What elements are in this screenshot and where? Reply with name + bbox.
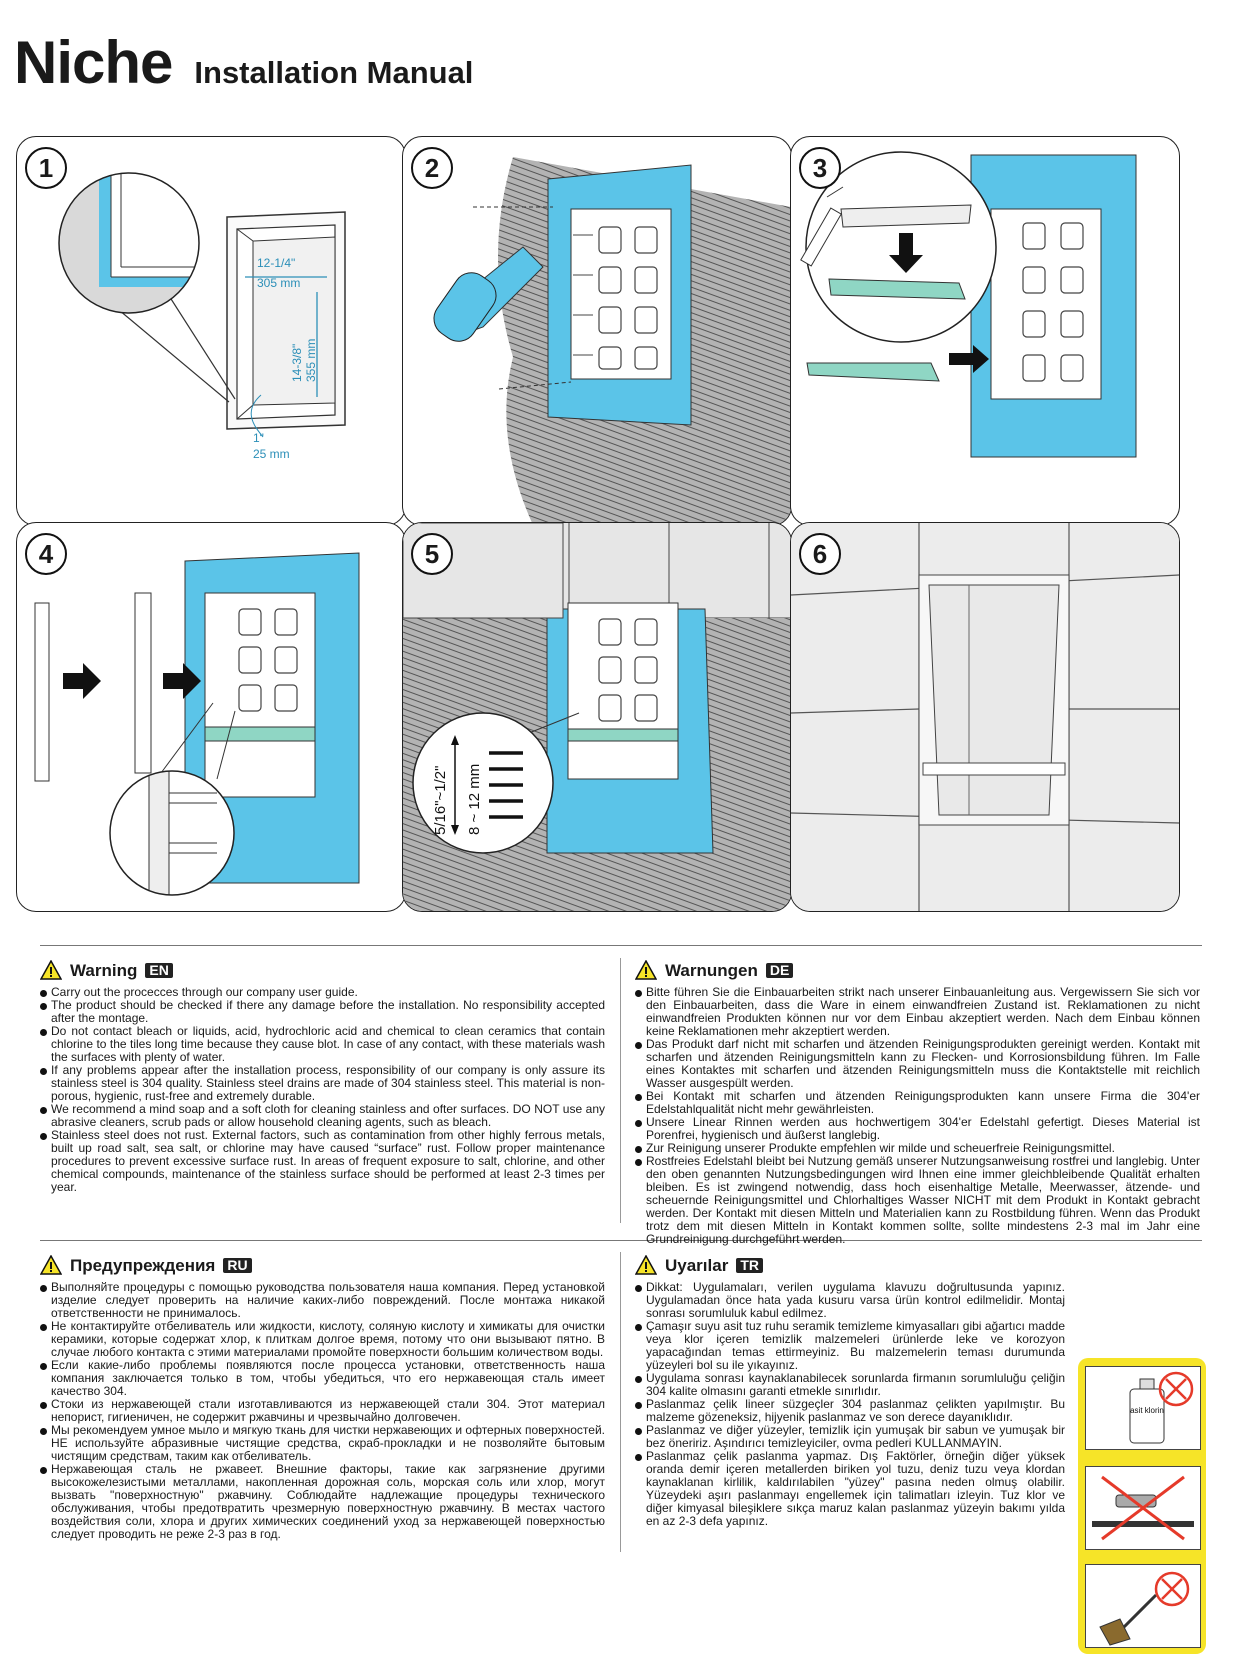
- warning-section-en: Warning EN Carry out the procecces throu…: [40, 960, 605, 1194]
- list-item: Unsere Linear Rinnen werden aus hochwert…: [635, 1116, 1200, 1142]
- warning-triangle-icon: [40, 960, 62, 980]
- no-brush-picture: [1085, 1564, 1201, 1648]
- list-item: Carry out the procecces through our comp…: [40, 986, 605, 999]
- step-number: 5: [411, 533, 453, 575]
- step-3-panel: 3: [790, 136, 1180, 526]
- list-item: If any problems appear after the install…: [40, 1064, 605, 1103]
- step-number: 6: [799, 533, 841, 575]
- warning-title-en: Warning: [70, 960, 138, 980]
- brand-name: Niche: [14, 29, 173, 96]
- no-acid-chlorine-picture: asit klorin: [1085, 1366, 1201, 1450]
- warning-section-ru: Предупреждения RU Выполняйте процедуры с…: [40, 1255, 605, 1541]
- list-item: We recommend a mind soap and a soft clot…: [40, 1103, 605, 1129]
- lang-badge-en: EN: [145, 962, 173, 978]
- step-1-illustration: 12-1/4" 305 mm 14-3/8" 355 mm 1" 25 mm: [58, 172, 346, 461]
- step-number: 2: [411, 147, 453, 189]
- depth-inch-label: 1": [253, 431, 264, 445]
- step-3-illustration: [800, 151, 1137, 458]
- list-item: Paslanmaz ve diğer yüzeyler, temizlik iç…: [635, 1424, 1065, 1450]
- step-4-panel: 4: [16, 522, 406, 912]
- list-item: Paslanmaz çelik lineer süzgeçler 304 pas…: [635, 1398, 1065, 1424]
- list-item: Нержавеющая сталь не ржавеет. Внешние фа…: [40, 1463, 605, 1541]
- warning-section-tr: Uyarılar TR Dikkat: Uygulamaları, verile…: [635, 1255, 1065, 1528]
- warning-triangle-icon: [40, 1255, 62, 1275]
- caution-sidebar: asit klorin: [1078, 1358, 1206, 1654]
- warning-section-de: Warnungen DE Bitte führen Sie die Einbau…: [635, 960, 1200, 1246]
- step-2-illustration: [433, 157, 791, 525]
- step-number: 3: [799, 147, 841, 189]
- warning-title-de: Warnungen: [665, 960, 758, 980]
- list-item: Если какие-либо проблемы появляются посл…: [40, 1359, 605, 1398]
- warning-heading-de: Warnungen DE: [635, 960, 1200, 980]
- height-mm-label: 355 mm: [304, 339, 318, 382]
- step-5-illustration: 5/16"~1/2" 8 ~ 12 mm: [403, 523, 791, 911]
- list-item: Не контактируйте отбеливатель или жидкос…: [40, 1320, 605, 1359]
- list-item: Paslanmaz çelik paslanma yapmaz. Dış Fak…: [635, 1450, 1065, 1528]
- list-item: Das Produkt darf nicht mit scharfen und …: [635, 1038, 1200, 1090]
- lang-badge-de: DE: [765, 962, 794, 978]
- height-inch-label: 14-3/8": [290, 344, 304, 382]
- warning-list-ru: Выполняйте процедуры с помощью руководст…: [40, 1281, 605, 1541]
- warning-heading-ru: Предупреждения RU: [40, 1255, 605, 1275]
- list-item: Мы рекомендуем умное мыло и мягкую ткань…: [40, 1424, 605, 1463]
- list-item: Rostfreies Edelstahl bleibt bei Nutzung …: [635, 1155, 1200, 1246]
- list-item: Выполняйте процедуры с помощью руководст…: [40, 1281, 605, 1320]
- list-item: Bei Kontakt mit scharfen und ätzenden Re…: [635, 1090, 1200, 1116]
- divider-top: [40, 945, 1202, 946]
- step-number: 1: [25, 147, 67, 189]
- gap-inch-label: 5/16"~1/2": [432, 766, 449, 835]
- step-1-panel: 1 12-1/4" 305 mm 14-3/8" 355 mm 1" 25 mm: [16, 136, 406, 526]
- warning-heading-en: Warning EN: [40, 960, 605, 980]
- list-item: Do not contact bleach or liquids, acid, …: [40, 1025, 605, 1064]
- bottle-label: asit klorin: [1130, 1406, 1164, 1415]
- warning-triangle-icon: [635, 1255, 657, 1275]
- list-item: Zur Reinigung unserer Produkte empfehlen…: [635, 1142, 1200, 1155]
- warning-heading-tr: Uyarılar TR: [635, 1255, 1065, 1275]
- warning-triangle-icon: [635, 960, 657, 980]
- list-item: Uygulama sonrası kaynaklanabilecek sorun…: [635, 1372, 1065, 1398]
- divider-middle: [40, 1240, 1202, 1241]
- list-item: Dikkat: Uygulamaları, verilen uygulama k…: [635, 1281, 1065, 1320]
- step-number: 4: [25, 533, 67, 575]
- acid-bottle-icon: asit klorin: [1129, 1371, 1194, 1444]
- list-item: Стоки из нержавеющей стали изготавливают…: [40, 1398, 605, 1424]
- step-6-panel: 6: [790, 522, 1180, 912]
- warning-title-ru: Предупреждения: [70, 1255, 216, 1275]
- page-title: Niche Installation Manual: [14, 28, 473, 97]
- warning-list-en: Carry out the procecces through our comp…: [40, 986, 605, 1194]
- step-4-illustration: [34, 552, 360, 896]
- lang-badge-ru: RU: [223, 1257, 252, 1273]
- list-item: The product should be checked if there a…: [40, 999, 605, 1025]
- no-abrasive-icon: [1092, 1475, 1194, 1541]
- step-6-illustration: [791, 523, 1179, 911]
- list-item: Çamaşır suyu asit tuz ruhu seramik temiz…: [635, 1320, 1065, 1372]
- warning-list-de: Bitte führen Sie die Einbauarbeiten stri…: [635, 986, 1200, 1246]
- depth-mm-label: 25 mm: [253, 447, 290, 461]
- list-item: Bitte führen Sie die Einbauarbeiten stri…: [635, 986, 1200, 1038]
- width-inch-label: 12-1/4": [257, 256, 295, 270]
- divider-vertical-1: [620, 958, 621, 1223]
- list-item: Stainless steel does not rust. External …: [40, 1129, 605, 1194]
- divider-vertical-2: [620, 1252, 621, 1552]
- lang-badge-tr: TR: [736, 1257, 763, 1273]
- width-mm-label: 305 mm: [257, 276, 300, 290]
- warning-list-tr: Dikkat: Uygulamaları, verilen uygulama k…: [635, 1281, 1065, 1528]
- gap-mm-label: 8 ~ 12 mm: [466, 764, 483, 835]
- step-5-panel: 5 5/16"~1/2" 8 ~ 12 mm: [402, 522, 792, 912]
- warning-title-tr: Uyarılar: [665, 1255, 729, 1275]
- no-scrub-picture: [1085, 1466, 1201, 1550]
- no-brush-icon: [1099, 1571, 1190, 1646]
- manual-subtitle: Installation Manual: [194, 55, 474, 90]
- step-2-panel: 2: [402, 136, 792, 526]
